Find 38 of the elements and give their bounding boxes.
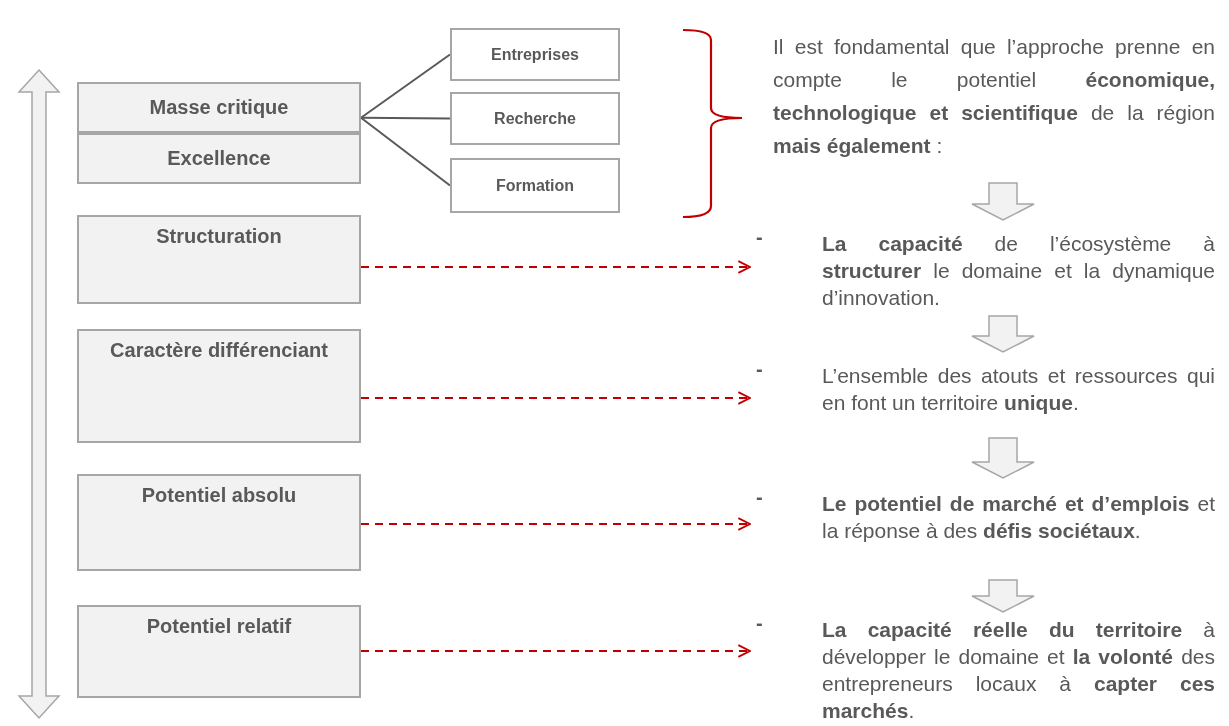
box-label: Masse critique xyxy=(149,96,289,119)
criterion-box xyxy=(77,82,361,133)
bullet-dash: - xyxy=(756,357,763,382)
criterion-box xyxy=(77,474,361,571)
box-label: Caractère différenciant xyxy=(110,339,328,362)
block-arrow xyxy=(971,182,1035,221)
box-label: Entreprises xyxy=(490,45,579,64)
criterion-box xyxy=(77,329,361,443)
bullet-dash: - xyxy=(756,485,763,510)
criterion-box xyxy=(77,215,361,304)
connector-line xyxy=(360,116,451,120)
paragraph: La capacité de l’écosystème à structurer le domaine et la dynamique d’innovation. xyxy=(822,231,1215,311)
block-arrow xyxy=(971,315,1035,353)
box-label: Recherche xyxy=(494,109,576,128)
arrow xyxy=(360,260,751,274)
bullet-dash: - xyxy=(756,611,763,636)
block-arrow xyxy=(971,579,1035,613)
criterion-box xyxy=(77,133,361,184)
connector-line xyxy=(360,116,451,187)
box-label: Structuration xyxy=(156,225,282,248)
box-label: Formation xyxy=(495,176,575,195)
category-box xyxy=(450,158,620,213)
box-label: Potentiel relatif xyxy=(146,615,292,638)
criterion-box xyxy=(77,605,361,698)
connector-line xyxy=(360,53,451,119)
category-box xyxy=(450,28,620,81)
arrow xyxy=(360,517,751,531)
arrow xyxy=(360,644,751,658)
paragraph: Le potentiel de marché et d’emplois et la réponse à des défis sociétaux. xyxy=(822,491,1215,544)
paragraph: La capacité réelle du territoire à développer le domaine et la volonté des entrepreneurs locaux à capter ces marchés. xyxy=(822,617,1215,724)
arrow xyxy=(360,391,751,405)
paragraph: Il est fondamental que l’approche prenne en compte le potentiel économique, technologique et scientifique de la région mais également : xyxy=(773,34,1215,159)
paragraph: L’ensemble des atouts et ressources qui en font un territoire unique. xyxy=(822,363,1215,416)
bullet-dash: - xyxy=(756,225,763,250)
box-label: Potentiel absolu xyxy=(141,484,297,507)
block-arrow xyxy=(971,437,1035,479)
box-label: Excellence xyxy=(167,147,271,170)
category-box xyxy=(450,92,620,145)
